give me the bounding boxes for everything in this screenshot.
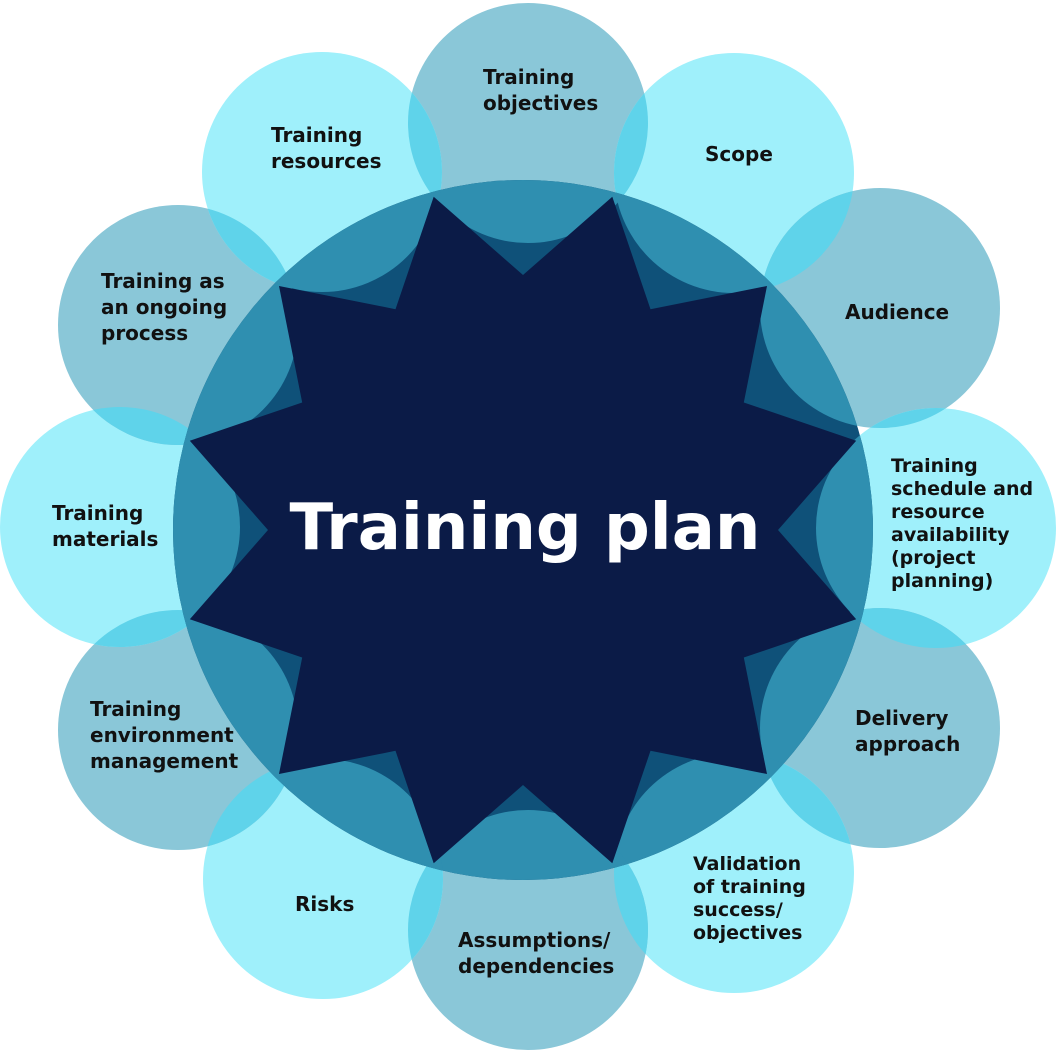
petal-label-environment-management: Training environment management <box>90 697 239 773</box>
petal-label-audience: Audience <box>845 300 950 324</box>
petal-label-risks: Risks <box>295 892 355 916</box>
petal-label-assumptions: Assumptions/ dependencies <box>458 928 615 978</box>
petal-label-training-resources: Training resources <box>271 123 382 173</box>
petal-label-training-objectives: Training objectives <box>483 65 599 115</box>
petal-training-objectives <box>408 3 648 243</box>
petal-label-scope: Scope <box>705 142 773 166</box>
petal-label-delivery-approach: Delivery approach <box>855 706 961 756</box>
center-star <box>189 196 857 864</box>
petal-label-ongoing-process: Training as an ongoing process <box>101 269 228 345</box>
center-title: Training plan <box>289 491 761 565</box>
petal-overlap <box>760 188 854 293</box>
petal-training-schedule <box>816 408 1056 648</box>
petal-label-validation: Validation of training success/ objectiv… <box>693 853 806 944</box>
petal-label-training-schedule: Training schedule and resource availabil… <box>891 455 1034 592</box>
petal-label-training-materials: Training materials <box>52 501 159 551</box>
